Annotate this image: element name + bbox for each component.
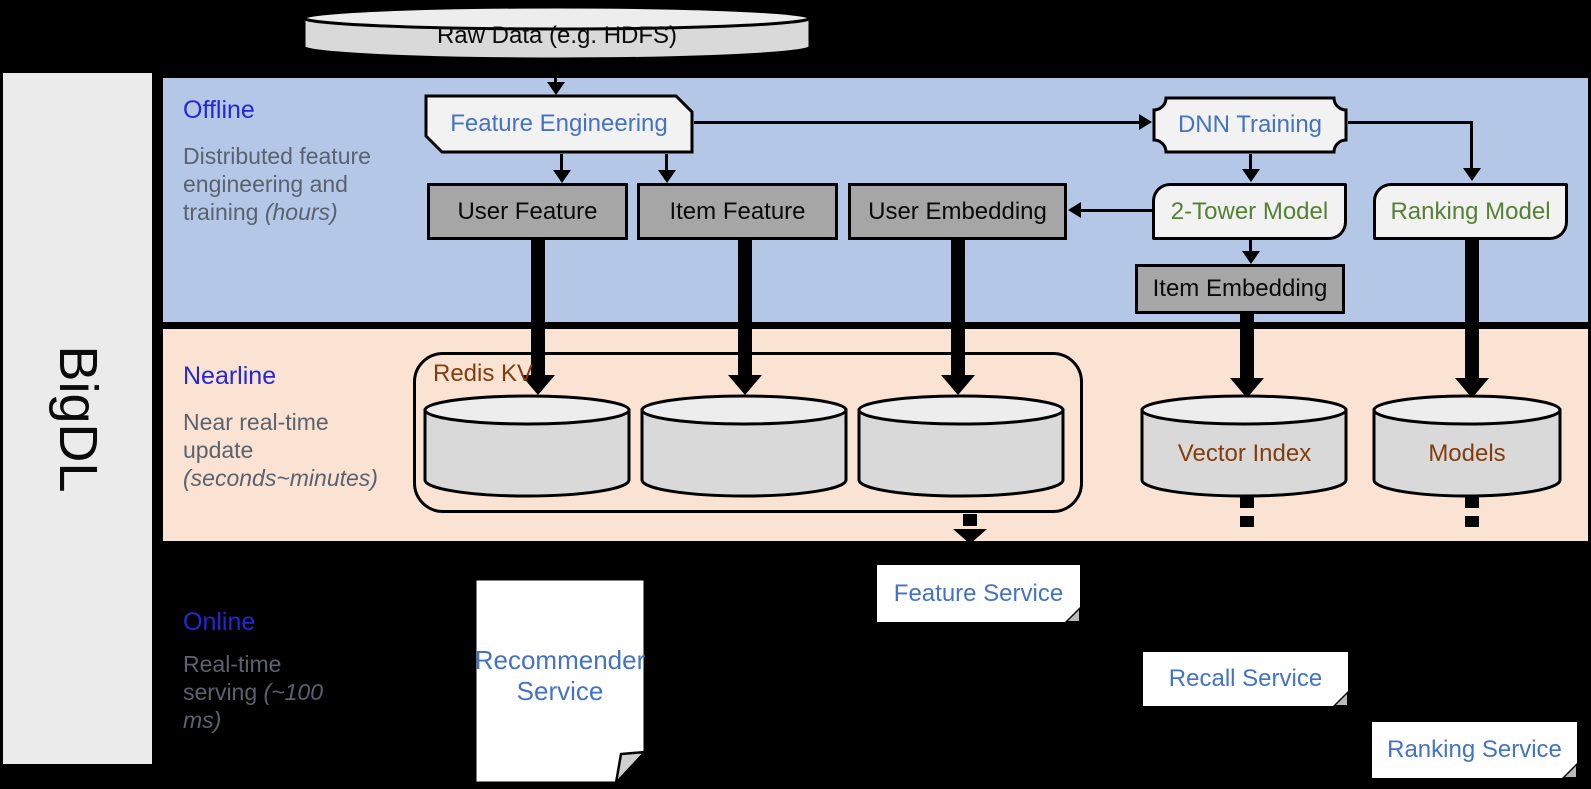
feature-engineering-label: Feature Engineering [450,110,668,137]
arrow-dnn-to-rankingmodel-v [1470,121,1473,170]
bigdl-brand-label: BigDL [47,344,108,493]
models-label: Models [1428,440,1506,467]
cylinder-shape [1140,394,1348,498]
dashed-link-models-1 [1465,497,1479,508]
arrow-fe-to-itemfeature [665,154,668,172]
plaque-shape [1152,96,1348,154]
arrowhead-fe-to-userfeature [553,170,571,183]
dashed-arrow-redis-to-featureservice [963,514,977,526]
arrow-dnn-to-rankingmodel-h [1348,121,1473,124]
offline-title: Offline [183,96,255,124]
thick-arrowhead-userfeature-to-redis [521,375,555,395]
feature-engineering-node: Feature Engineering [424,94,694,154]
arrow-twotower-to-userembedding [1080,209,1152,212]
arrow-fe-to-userfeature [560,154,563,172]
recommender-service-label: Recommender Service [474,645,646,706]
redis-kv-container [413,352,1083,513]
redis-cylinder-2 [640,392,849,500]
dashed-arrowhead-redis-to-featureservice [953,529,987,544]
cylinder-shape [302,5,812,61]
online-title: Online [183,608,256,636]
dnn-training-label: DNN Training [1177,111,1323,138]
redis-cylinder-1 [423,392,632,500]
offline-description: Distributed feature engineering and trai… [183,143,371,225]
arrow-rawdata-to-fe [554,62,557,84]
raw-data-label: Raw Data (e.g. HDFS) [436,22,678,49]
feature-service-card: Feature Service [877,565,1080,622]
cylinder-shape [1372,394,1562,498]
arrow-dnn-to-twotower [1249,154,1252,171]
thick-arrow-rankingmodel-to-models [1465,240,1479,378]
nearline-description: Near real-time update (seconds~minutes) [183,409,378,491]
vector-index-label: Vector Index [1177,440,1312,467]
models-store: Models [1372,392,1562,500]
thick-arrow-userembedding-to-redis [951,239,965,375]
redis-kv-label: Redis KV [433,360,534,387]
user-feature-node: User Feature [427,183,628,240]
ranking-service-card: Ranking Service [1372,722,1577,778]
thick-arrowhead-itemfeature-to-redis [728,375,762,395]
dashed-link-vectorindex-2 [1240,516,1254,527]
document-shape [473,577,647,785]
bigdl-sidebar: BigDL [3,73,152,764]
cylinder-shape [640,394,848,498]
item-embedding-node: Item Embedding [1135,264,1345,314]
raw-data-store: Raw Data (e.g. HDFS) [302,4,812,62]
thick-arrowhead-rankingmodel-to-models [1455,378,1489,398]
arrowhead-rawdata-to-fe [547,82,565,95]
arrow-fe-to-dnn [694,121,1140,124]
arrowhead-fe-to-itemfeature [658,170,676,183]
thick-arrow-itemfeature-to-redis [738,239,752,375]
two-tower-model-node: 2-Tower Model [1152,183,1347,240]
arrow-twotower-to-itemembedding [1249,240,1252,253]
thick-arrowhead-itemembedding-to-vectorindex [1230,378,1264,398]
dashed-link-models-2 [1465,516,1479,527]
redis-cylinder-3 [857,392,1066,500]
dashed-link-vectorindex-1 [1240,497,1254,508]
user-embedding-node: User Embedding [848,183,1067,240]
arrowhead-twotower-to-itemembedding [1242,251,1260,264]
ranking-model-node: Ranking Model [1373,183,1568,240]
recall-service-card: Recall Service [1143,652,1348,706]
arrowhead-dnn-to-twotower [1242,169,1260,182]
vector-index-store: Vector Index [1140,392,1349,500]
thick-arrow-itemembedding-to-vectorindex [1240,314,1254,378]
arrowhead-fe-to-dnn [1139,114,1152,130]
folded-corner-mark [1068,610,1079,621]
cylinder-shape [423,394,631,498]
cylinder-shape [857,394,1065,498]
thick-arrowhead-userembedding-to-redis [941,375,975,395]
nearline-title: Nearline [183,362,277,390]
folded-corner-mark [1336,694,1347,705]
snip-corner-shape [424,94,694,154]
item-feature-node: Item Feature [637,183,838,240]
arrowhead-twotower-to-userembedding [1068,202,1081,218]
recommender-service-card: Recommender Service [473,577,647,785]
folded-corner-mark [1565,766,1576,777]
dnn-training-node: DNN Training [1152,96,1348,154]
online-description: Real-time serving (~100 ms) [183,651,324,733]
thick-arrow-userfeature-to-redis [531,239,545,375]
arrowhead-dnn-to-rankingmodel [1463,168,1481,181]
